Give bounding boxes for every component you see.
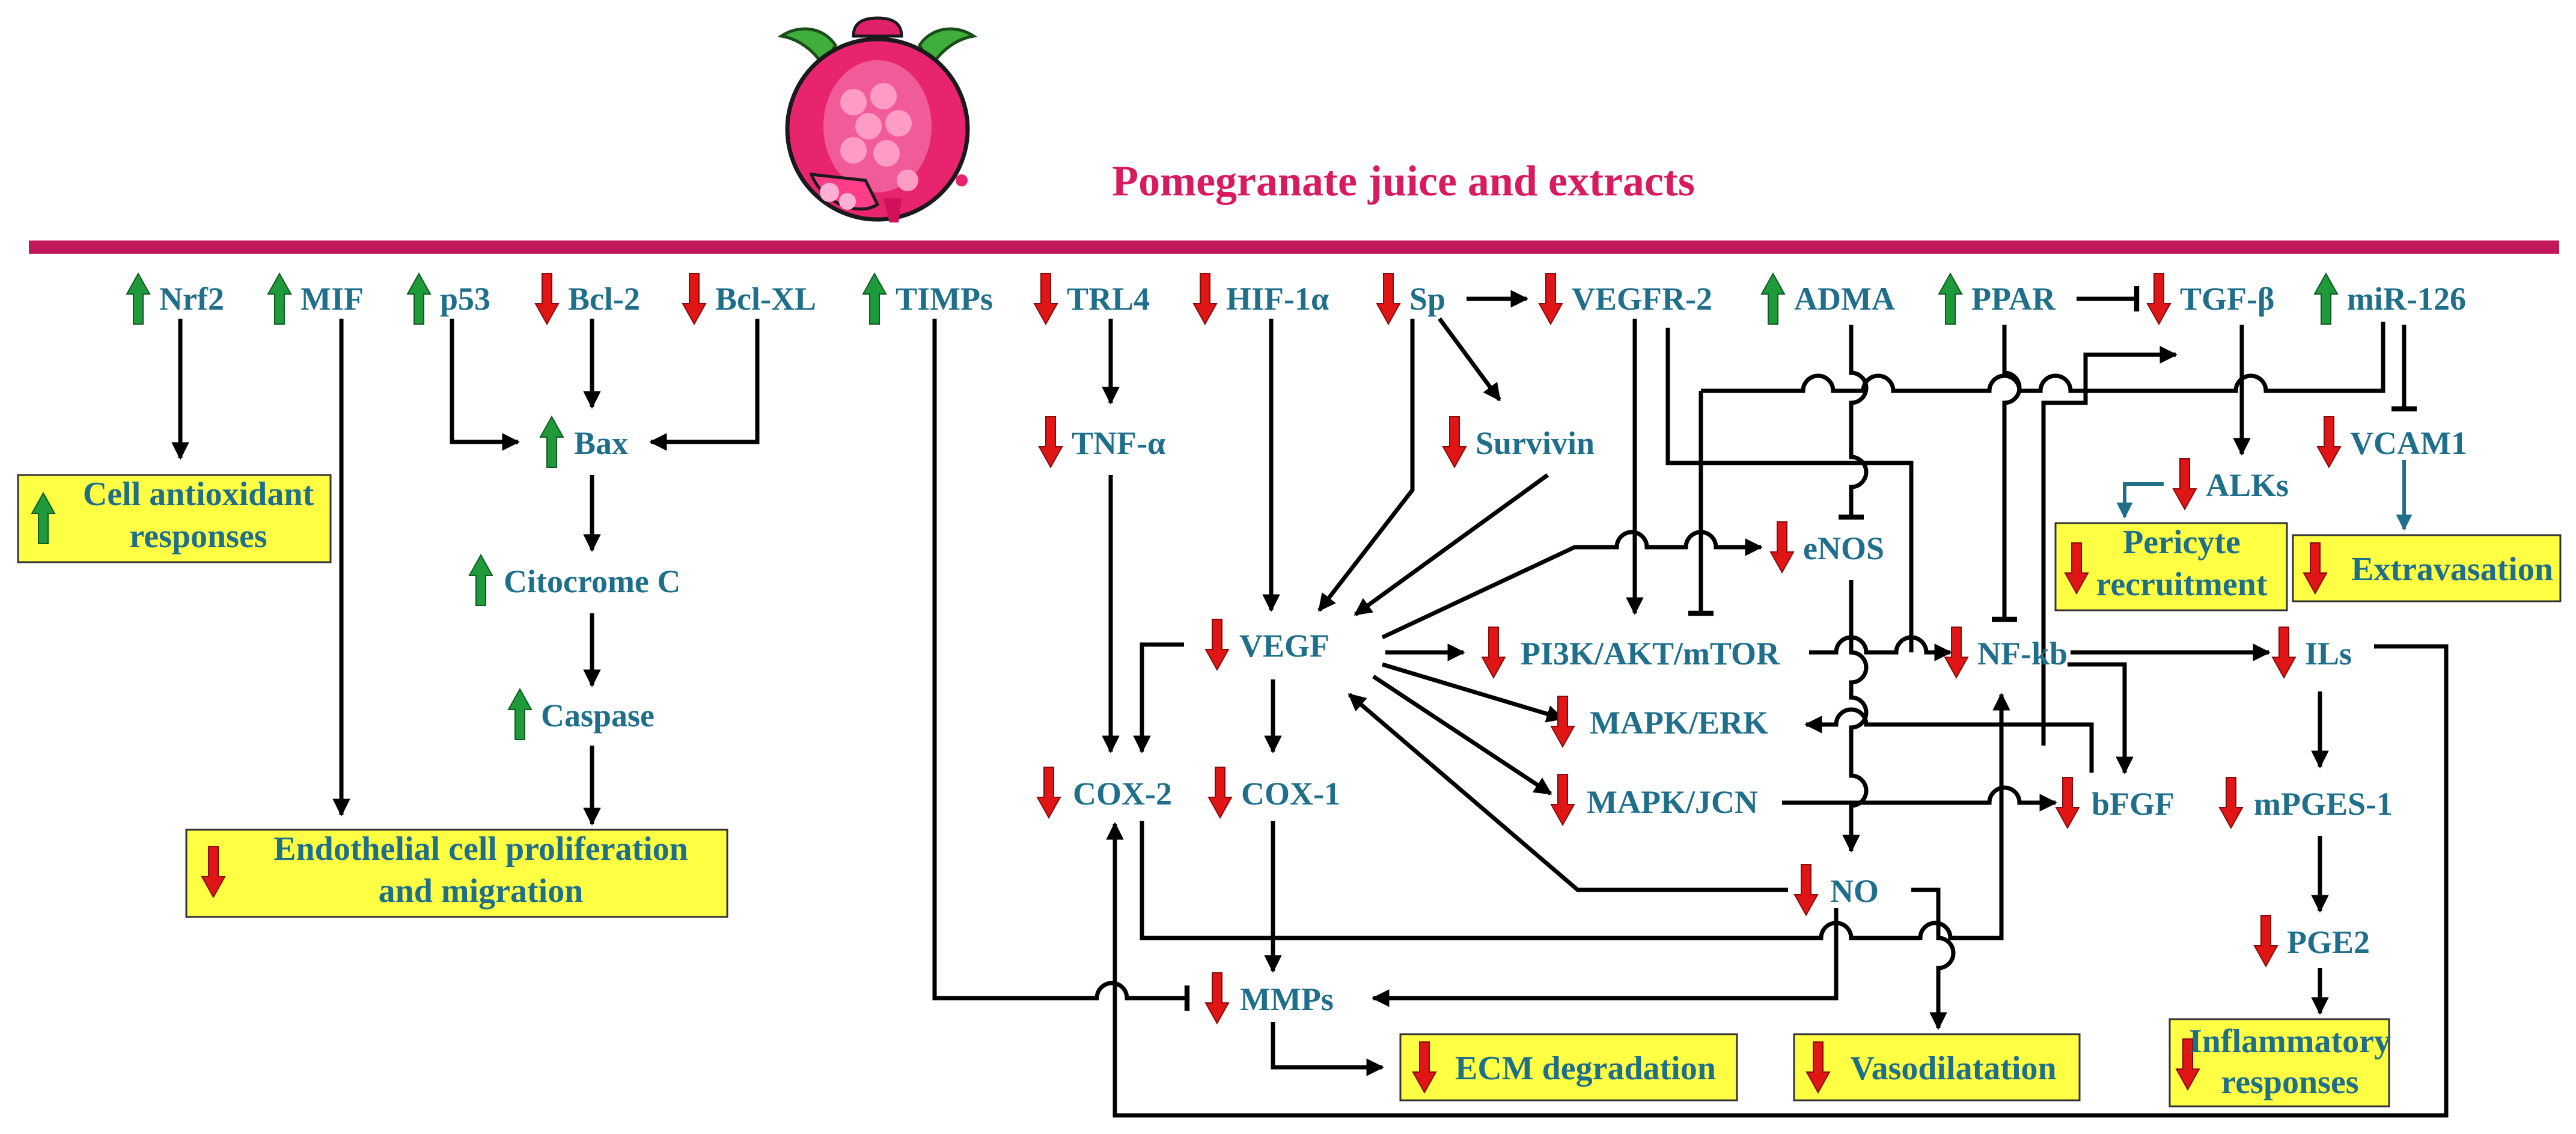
svg-text:Bcl-XL: Bcl-XL [715, 281, 816, 317]
node-mmps: MMPs [1205, 972, 1334, 1024]
svg-text:Nrf2: Nrf2 [159, 281, 224, 317]
node-mir126: miR-126 [2314, 273, 2466, 325]
svg-text:ILs: ILs [2305, 636, 2352, 672]
box-cell-antioxidant: Cell antioxidant responses [17, 474, 332, 563]
outcome-boxes: Cell antioxidant responses Endothelial c… [17, 474, 2562, 1108]
box-text-line1: Endothelial cell proliferation [273, 830, 688, 868]
node-citocrome: Citocrome C [469, 554, 680, 606]
box-extravasation: Extravasation [2292, 534, 2562, 602]
diagram-title: Pomegranate juice and extracts [1112, 157, 1695, 205]
svg-text:HIF-1α: HIF-1α [1226, 281, 1329, 317]
svg-text:MIF: MIF [301, 281, 364, 317]
node-ppar: PPAR [1938, 273, 2056, 325]
box-text-line2: recruitment [2096, 566, 2267, 603]
svg-text:Bax: Bax [574, 425, 628, 461]
node-vcam1: VCAM1 [2317, 416, 2467, 468]
node-ils: ILs [2272, 627, 2352, 678]
svg-text:COX-2: COX-2 [1073, 776, 1172, 812]
svg-text:MMPs: MMPs [1240, 981, 1334, 1017]
node-vegfr2: VEGFR-2 [1539, 273, 1712, 325]
node-no: NO [1794, 864, 1879, 916]
node-enos: eNOS [1770, 521, 1884, 573]
svg-text:TIMPs: TIMPs [896, 281, 993, 317]
node-survivin: Survivin [1442, 416, 1595, 468]
svg-text:ALKs: ALKs [2206, 467, 2289, 503]
box-text-line2: responses [2221, 1064, 2358, 1101]
box-endothelial: Endothelial cell proliferation and migra… [185, 829, 728, 918]
node-caspase: Caspase [508, 688, 655, 740]
svg-text:Citocrome C: Citocrome C [504, 563, 680, 599]
node-adma: ADMA [1761, 273, 1895, 325]
node-nfkb: NF-kb [1944, 627, 2068, 678]
box-text: Vasodilatation [1850, 1050, 2056, 1087]
svg-text:TRL4: TRL4 [1067, 281, 1150, 317]
box-text-line1: Inflammatory [2189, 1023, 2391, 1060]
box-vasodilatation: Vasodilatation [1793, 1033, 2081, 1102]
svg-text:PGE2: PGE2 [2287, 924, 2370, 960]
node-p53: p53 [407, 273, 490, 325]
svg-text:MAPK/JCN: MAPK/JCN [1587, 784, 1758, 820]
node-tnfa: TNF-α [1039, 416, 1165, 468]
box-text-line2: and migration [379, 872, 584, 910]
node-nrf2: Nrf2 [126, 273, 224, 325]
node-pi3k: PI3K/AKT/mTOR [1482, 627, 1780, 678]
node-bclxl: Bcl-XL [682, 273, 816, 325]
nodes: Nrf2 MIF p53 Bcl-2 Bcl-XL TIMPs TRL4 HIF… [126, 273, 2467, 1024]
svg-text:PPAR: PPAR [1971, 281, 2056, 317]
node-pge2: PGE2 [2254, 915, 2370, 967]
svg-text:NO: NO [1830, 873, 1879, 909]
svg-text:COX-1: COX-1 [1241, 776, 1340, 812]
node-bcl2: Bcl-2 [535, 273, 640, 325]
node-cox2: COX-2 [1037, 767, 1172, 818]
svg-text:ADMA: ADMA [1794, 281, 1895, 317]
box-pericyte: Pericyte recruitment [2054, 522, 2288, 611]
svg-text:Survivin: Survivin [1476, 425, 1595, 461]
box-text-line1: Cell antioxidant [83, 476, 314, 513]
svg-text:bFGF: bFGF [2092, 786, 2175, 822]
svg-text:miR-126: miR-126 [2347, 281, 2466, 317]
box-text-line2: responses [129, 518, 267, 555]
node-tgfb: TGF-β [2147, 273, 2274, 325]
node-vegf: VEGF [1205, 619, 1329, 670]
svg-text:NF-kb: NF-kb [1977, 636, 2068, 672]
box-ecm-degradation: ECM degradation [1399, 1033, 1738, 1102]
node-sp: Sp [1376, 273, 1445, 325]
svg-text:Sp: Sp [1409, 281, 1445, 317]
svg-text:mPGES-1: mPGES-1 [2254, 786, 2393, 822]
svg-text:Caspase: Caspase [541, 697, 655, 734]
node-bax: Bax [540, 416, 628, 468]
svg-text:eNOS: eNOS [1803, 530, 1884, 566]
node-mpges: mPGES-1 [2219, 777, 2393, 829]
node-hif: HIF-1α [1193, 273, 1329, 325]
svg-text:VEGFR-2: VEGFR-2 [1572, 281, 1712, 317]
svg-text:TNF-α: TNF-α [1072, 425, 1165, 461]
node-bfgf: bFGF [2056, 777, 2175, 829]
node-timps: TIMPs [862, 273, 993, 325]
pomegranate-logo [777, 16, 978, 222]
svg-text:VEGF: VEGF [1239, 628, 1329, 664]
svg-text:Bcl-2: Bcl-2 [568, 281, 640, 317]
node-trl4: TRL4 [1034, 273, 1150, 325]
box-text: Extravasation [2351, 551, 2553, 588]
box-text-line1: Pericyte [2123, 524, 2241, 561]
box-text: ECM degradation [1455, 1050, 1716, 1087]
node-mapkjcn: MAPK/JCN [1551, 774, 1758, 826]
svg-text:p53: p53 [440, 281, 490, 317]
box-inflammatory: Inflammatory responses [2169, 1018, 2391, 1108]
node-cox1: COX-1 [1208, 767, 1340, 818]
svg-text:MAPK/ERK: MAPK/ERK [1590, 705, 1768, 741]
node-mapkerk: MAPK/ERK [1551, 696, 1768, 747]
svg-text:VCAM1: VCAM1 [2350, 425, 2467, 461]
title-divider [29, 241, 2559, 254]
edges [171, 286, 2449, 1118]
node-alks: ALKs [2173, 458, 2289, 510]
svg-text:PI3K/AKT/mTOR: PI3K/AKT/mTOR [1521, 636, 1780, 672]
svg-text:TGF-β: TGF-β [2180, 281, 2274, 317]
node-mif: MIF [267, 273, 364, 325]
